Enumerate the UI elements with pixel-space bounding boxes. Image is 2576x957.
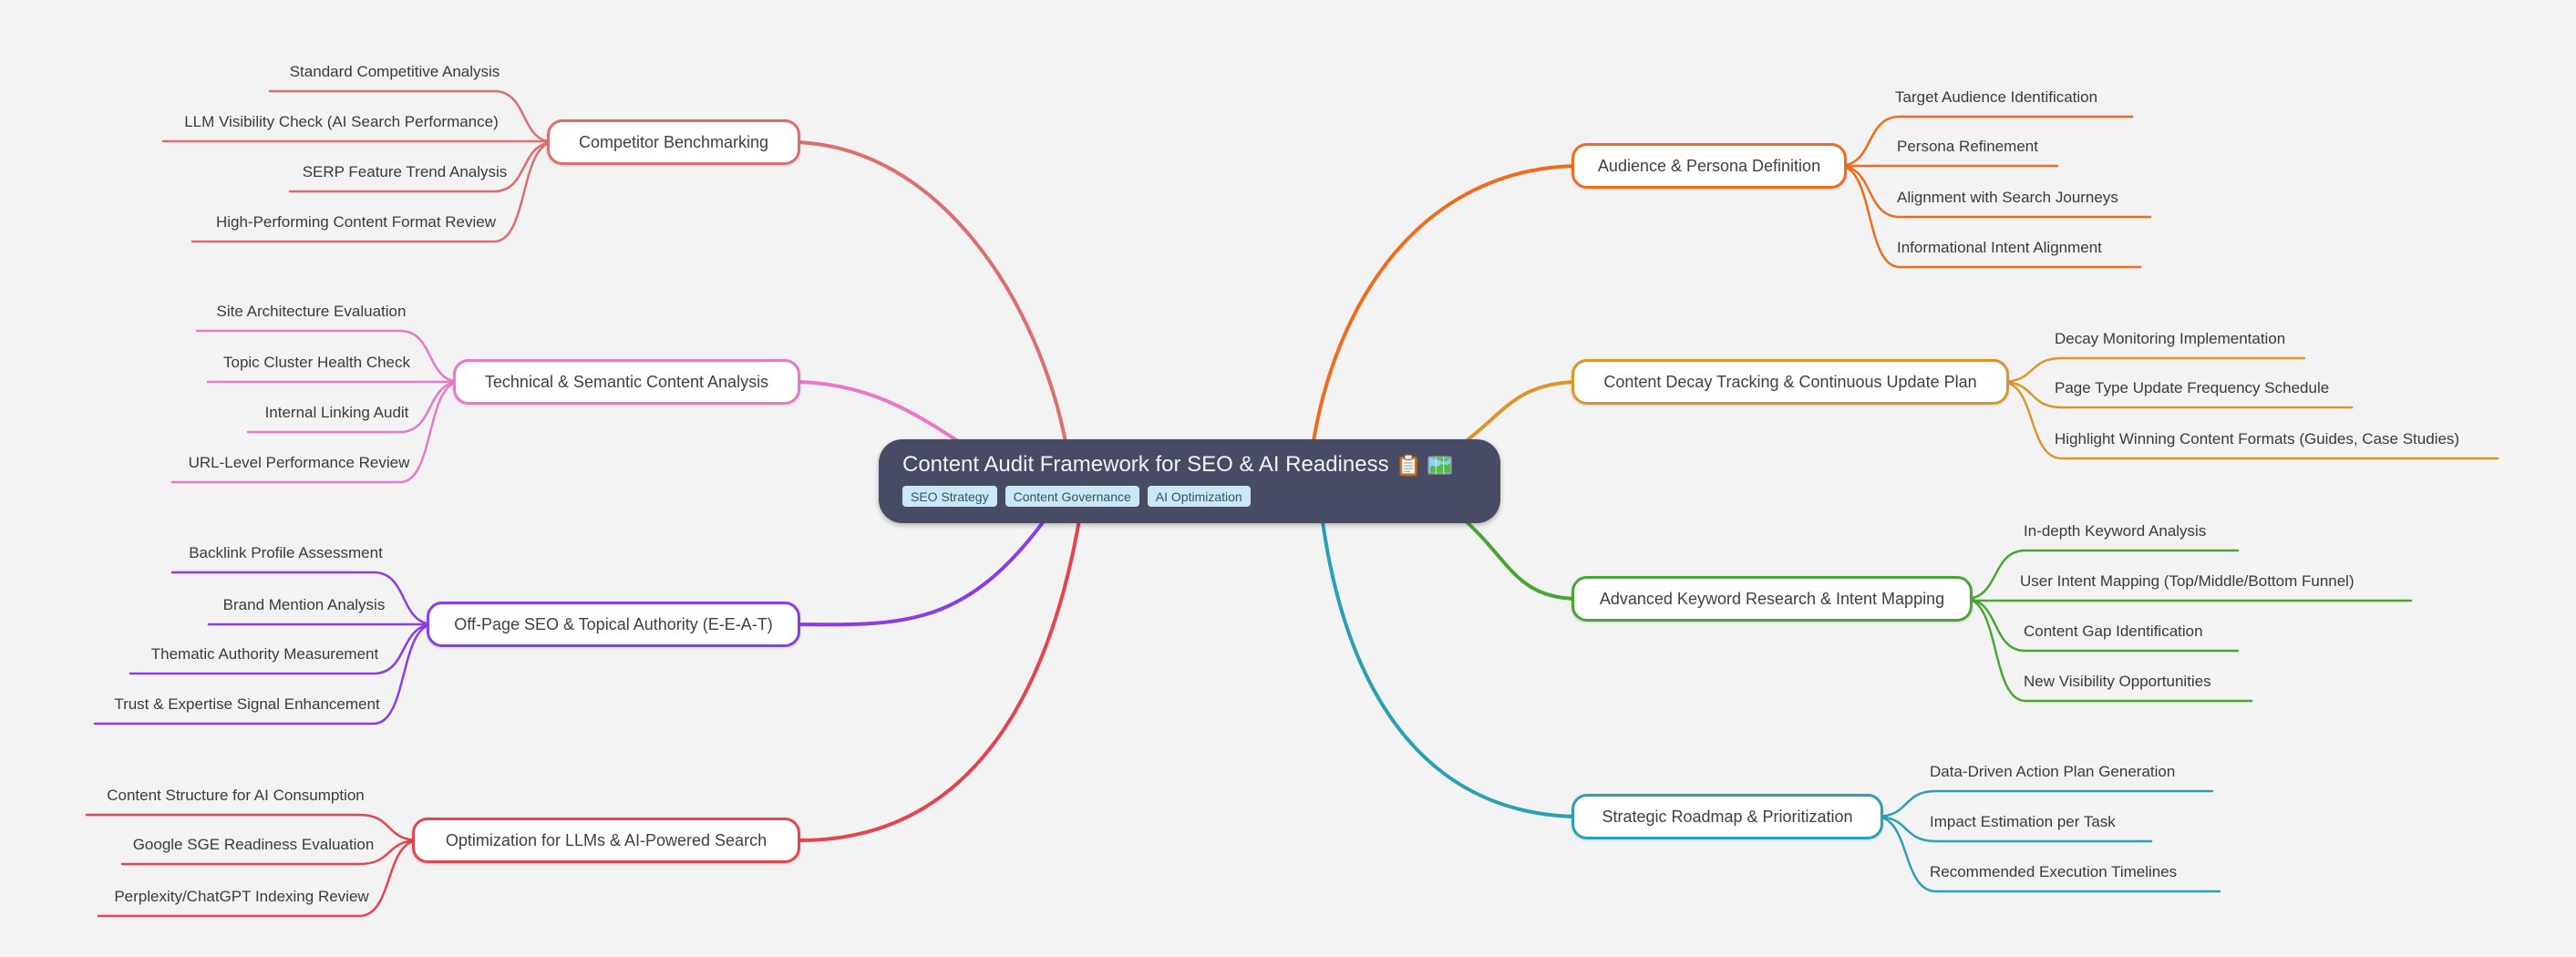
central-topic[interactable]: Content Audit Framework for SEO & AI Rea… [879, 439, 1500, 523]
connector-line [1963, 597, 2240, 653]
connector-line [170, 380, 462, 484]
child-topic[interactable]: Alignment with Search Journeys [1897, 189, 2118, 206]
connector-line [1457, 513, 1579, 601]
connector-line [1838, 164, 2142, 269]
child-topic[interactable]: Backlink Profile Assessment [189, 544, 383, 561]
clipboard-icon [1398, 454, 1418, 477]
central-topic-title: Content Audit Framework for SEO & AI Rea… [902, 452, 1389, 477]
child-topic[interactable]: Decay Monitoring Implementation [2055, 330, 2286, 347]
connector-line [2000, 356, 2306, 384]
child-topic[interactable]: Trust & Expertise Signal Enhancement [114, 695, 380, 713]
branch-node-content-decay-tracking-update-plan[interactable]: Content Decay Tracking & Continuous Upda… [1571, 359, 2009, 405]
child-topic[interactable]: Page Type Update Frequency Schedule [2055, 379, 2330, 396]
child-topic[interactable]: LLM Visibility Check (AI Search Performa… [184, 113, 499, 130]
child-topic[interactable]: Internal Linking Audit [264, 404, 409, 421]
connector-line [1963, 597, 2253, 703]
connector-line [170, 571, 436, 626]
branch-node-strategic-roadmap-prioritization[interactable]: Strategic Roadmap & Prioritization [1571, 794, 1883, 839]
branch-node-optimization-for-llms-ai-search[interactable]: Optimization for LLMs & AI-Powered Searc… [412, 818, 800, 863]
connector-line [85, 813, 421, 842]
child-topic[interactable]: Impact Estimation per Task [1930, 813, 2116, 830]
connector-line [793, 513, 1050, 627]
connector-line [2000, 380, 2499, 460]
connector-line [1874, 789, 2214, 818]
child-topic[interactable]: In-depth Keyword Analysis [2024, 522, 2207, 540]
connector-line [1457, 380, 1579, 448]
child-topic[interactable]: Recommended Execution Timelines [1930, 863, 2178, 880]
connector-line [1838, 115, 2134, 168]
connector-line [246, 380, 462, 434]
tag-list: SEO Strategy Content Governance AI Optim… [902, 486, 1477, 507]
child-topic[interactable]: Perplexity/ChatGPT Indexing Review [114, 888, 369, 905]
connector-line [793, 380, 968, 448]
connector-line [129, 623, 436, 675]
child-topic[interactable]: Standard Competitive Analysis [289, 63, 500, 80]
child-topic[interactable]: Topic Cluster Health Check [222, 354, 411, 371]
branch-node-technical-semantic-content-analysis[interactable]: Technical & Semantic Content Analysis [453, 359, 800, 405]
world-map-icon [1427, 454, 1452, 477]
connector-line [268, 89, 556, 144]
child-topic[interactable]: Content Structure for AI Consumption [107, 787, 365, 804]
child-topic[interactable]: Thematic Authority Measurement [150, 645, 379, 663]
connector-line [97, 839, 421, 918]
branch-node-off-page-seo-topical-authority[interactable]: Off-Page SEO & Topical Authority (E-E-A-… [427, 602, 800, 647]
child-topic[interactable]: High-Performing Content Format Review [215, 213, 497, 231]
child-topic[interactable]: Persona Refinement [1897, 138, 2038, 155]
branch-node-competitor-benchmarking[interactable]: Competitor Benchmarking [547, 119, 800, 165]
connector-line [1320, 513, 1579, 818]
connector-line [793, 140, 1068, 448]
branch-node-advanced-keyword-research-intent-mapping[interactable]: Advanced Keyword Research & Intent Mappi… [1571, 576, 1973, 622]
connector-line [288, 140, 556, 193]
child-topic[interactable]: Informational Intent Alignment [1897, 239, 2102, 256]
connector-line [1874, 815, 2221, 893]
child-topic[interactable]: SERP Feature Trend Analysis [302, 163, 508, 180]
child-topic[interactable]: URL-Level Performance Review [188, 454, 410, 471]
connector-line [195, 329, 462, 384]
child-topic[interactable]: Content Gap Identification [2024, 623, 2203, 640]
child-topic[interactable]: Target Audience Identification [1895, 88, 2098, 106]
connector-line [1311, 164, 1579, 448]
child-topic[interactable]: Highlight Winning Content Formats (Guide… [2055, 430, 2460, 448]
child-topic[interactable]: Data-Driven Action Plan Generation [1930, 763, 2176, 780]
tag-ai-optimization[interactable]: AI Optimization [1147, 486, 1251, 507]
child-topic[interactable]: Google SGE Readiness Evaluation [132, 836, 375, 853]
child-topic[interactable]: Site Architecture Evaluation [216, 303, 407, 320]
connector-line [793, 513, 1082, 843]
connector-line [1838, 164, 2152, 219]
tag-content-governance[interactable]: Content Governance [1005, 486, 1139, 507]
child-topic[interactable]: New Visibility Opportunities [2024, 673, 2211, 690]
connector-line [120, 839, 421, 866]
central-topic-title-row: Content Audit Framework for SEO & AI Rea… [902, 452, 1477, 478]
child-topic[interactable]: Brand Mention Analysis [222, 596, 386, 613]
connector-line [1874, 815, 2153, 843]
branch-node-audience-persona-definition[interactable]: Audience & Persona Definition [1571, 143, 1847, 189]
child-topic[interactable]: User Intent Mapping (Top/Middle/Bottom F… [2020, 572, 2354, 590]
tag-seo-strategy[interactable]: SEO Strategy [902, 486, 997, 507]
connector-line [2000, 380, 2354, 409]
connector-line [93, 623, 436, 725]
connector-line [191, 140, 556, 243]
connector-line [1963, 549, 2240, 601]
